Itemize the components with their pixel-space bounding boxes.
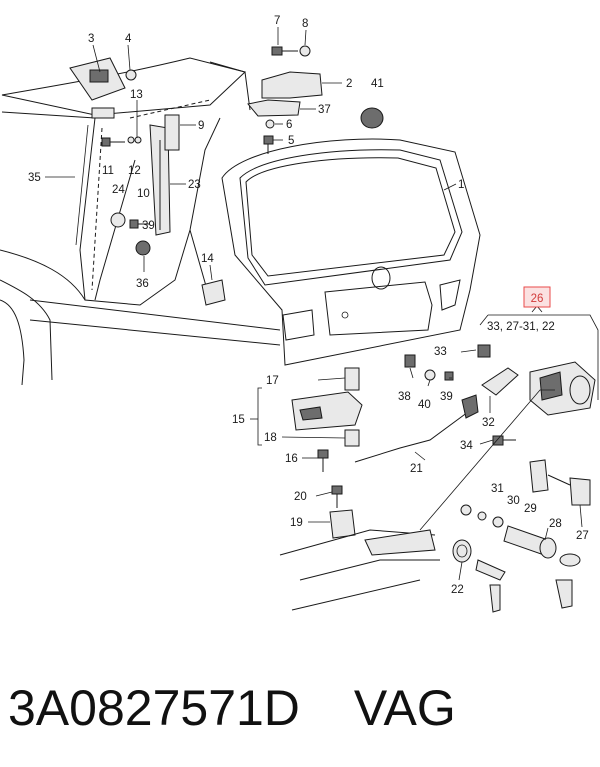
callout-34: 34: [460, 440, 473, 452]
callout-26-label[interactable]: 26: [531, 293, 544, 305]
hinge-assembly: [247, 45, 323, 154]
callout-39: 39: [142, 220, 155, 232]
callout-3: 3: [88, 33, 94, 45]
callout-39-b: 39: [440, 391, 453, 403]
callout-13: 13: [130, 89, 143, 101]
leader-lines: [45, 27, 599, 581]
callout-38: 38: [398, 391, 411, 403]
callout-1: 1: [458, 179, 464, 191]
callout-33-a: 33: [434, 346, 447, 358]
top-left-latch-plate: [69, 57, 137, 119]
callout-20: 20: [294, 491, 307, 503]
callout-8: 8: [302, 18, 308, 30]
callout-35: 35: [28, 172, 41, 184]
callout-14: 14: [201, 253, 214, 265]
callout-17: 17: [266, 375, 279, 387]
car-body-outline: [0, 57, 281, 386]
part-number: 3A0827571D: [8, 680, 300, 736]
callout-16: 16: [285, 453, 298, 465]
callout-19: 19: [290, 517, 303, 529]
grommet-41: [360, 107, 384, 129]
callout-6: 6: [286, 119, 292, 131]
callout-15: 15: [232, 414, 245, 426]
callout-40: 40: [418, 399, 431, 411]
callout-32: 32: [482, 417, 495, 429]
callout-12: 12: [128, 165, 141, 177]
caption: 3A0827571D VAG: [8, 668, 598, 748]
callout-23: 23: [188, 179, 201, 191]
callout-4: 4: [125, 33, 132, 45]
callout-26-highlighted[interactable]: 26: [523, 286, 551, 308]
callout-11: 11: [102, 165, 114, 177]
gas-strut: [149, 114, 180, 236]
callout-24: 24: [112, 184, 125, 196]
callout-2: 2: [346, 78, 352, 90]
callout-27: 27: [576, 530, 589, 542]
callout-9: 9: [198, 120, 204, 132]
callout-7: 7: [274, 15, 280, 27]
brand-name: VAG: [353, 680, 456, 736]
callout-29: 29: [524, 503, 537, 515]
callout-41: 41: [371, 78, 384, 90]
tailgate: [221, 138, 481, 366]
callout-labels: 3 4 7 8 2 41 37 6 5 13 9 1 35 11 12 23 2…: [28, 15, 589, 596]
callout-21: 21: [410, 463, 423, 475]
lock-detail: [452, 459, 591, 613]
callout-37: 37: [318, 104, 331, 116]
callout-36: 36: [136, 278, 149, 290]
group-label-26: 33, 27-31, 22: [487, 321, 555, 333]
callout-5: 5: [288, 135, 294, 147]
callout-10: 10: [137, 188, 150, 200]
latch-parts: [201, 279, 596, 539]
parts-exploded-diagram: 3 4 7 8 2 41 37 6 5 13 9 1 35 11 12 23 2…: [0, 15, 599, 613]
callout-30: 30: [507, 495, 520, 507]
callout-22: 22: [451, 584, 464, 596]
callout-31: 31: [491, 483, 504, 495]
callout-18: 18: [264, 432, 277, 444]
callout-28: 28: [549, 518, 562, 530]
strut-bolts: [101, 136, 151, 256]
floor-sill: [279, 529, 440, 611]
callout-26-box[interactable]: [523, 286, 551, 308]
